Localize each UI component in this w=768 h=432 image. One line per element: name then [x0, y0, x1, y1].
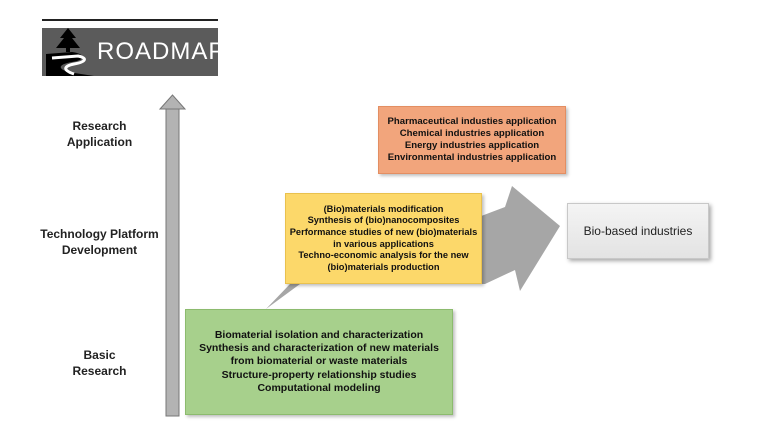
level-label-line: Development	[61, 243, 138, 257]
box-line: Techno-economic analysis for the new	[298, 250, 469, 261]
target-label: Bio-based industries	[583, 224, 693, 238]
level-label-line: Application	[66, 135, 133, 149]
box-line: Environmental industries application	[387, 152, 557, 163]
box-line: Computational modeling	[257, 381, 381, 394]
logo-rule	[42, 19, 218, 21]
basic-research-box: Biomaterial isolation and characterizati…	[185, 309, 453, 415]
box-line: Synthesis of (bio)nanocomposites	[307, 215, 460, 226]
vertical-axis-arrow	[158, 94, 187, 417]
level-research-application: Research Application	[52, 118, 147, 150]
level-label-line: Basic	[83, 348, 116, 362]
level-label-line: Research	[72, 119, 127, 133]
box-line: (bio)materials production	[327, 261, 440, 272]
platform-box: (Bio)materials modification Synthesis of…	[285, 193, 482, 284]
box-line: in various applications	[333, 238, 434, 249]
roadmap-logo: ROADMAP	[42, 28, 224, 76]
box-line: from biomaterial or waste materials	[230, 355, 408, 368]
box-line: Performance studies of new (bio)material…	[289, 226, 478, 237]
level-technology-platform: Technology Platform Development	[32, 226, 167, 258]
bio-based-industries-box: Bio-based industries	[567, 203, 709, 259]
level-label-line: Technology Platform	[40, 227, 159, 241]
box-line: (Bio)materials modification	[323, 203, 444, 214]
application-box: Pharmaceutical industies application Che…	[378, 106, 566, 174]
box-line: Pharmaceutical industies application	[387, 116, 557, 127]
logo-text: ROADMAP	[97, 38, 226, 65]
box-line: Synthesis and characterization of new ma…	[199, 342, 439, 355]
level-label-line: Research	[72, 364, 127, 378]
box-line: Biomaterial isolation and characterizati…	[214, 328, 424, 341]
level-basic-research: Basic Research	[52, 347, 147, 379]
box-line: Chemical industries application	[399, 128, 545, 139]
tree-road-icon	[46, 28, 94, 76]
box-line: Structure-property relationship studies	[221, 368, 417, 381]
box-line: Energy industries application	[404, 140, 540, 151]
